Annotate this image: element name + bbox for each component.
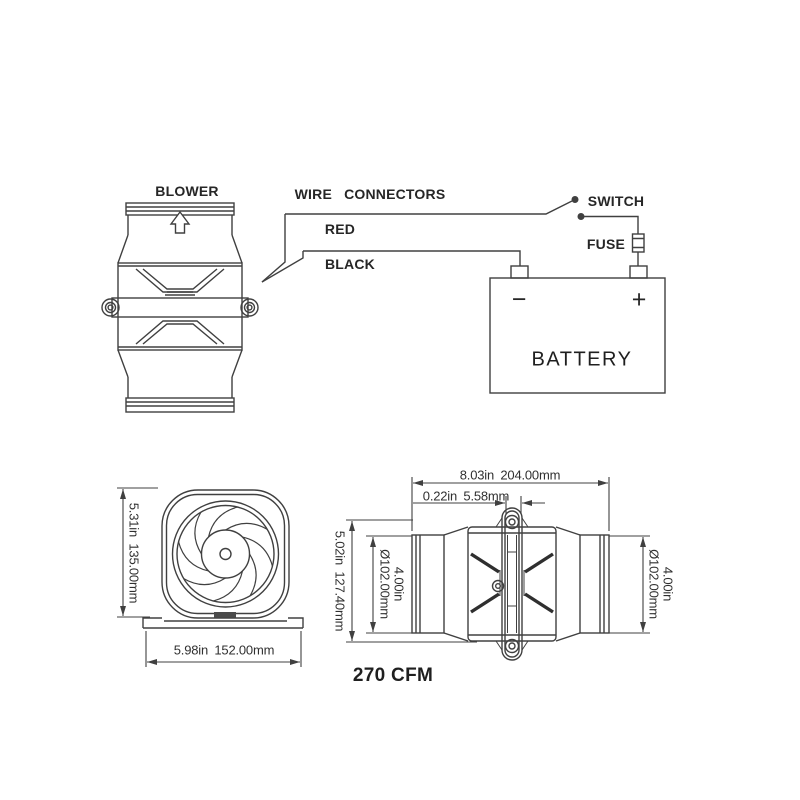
side-view-drawing — [346, 477, 650, 661]
battery-positive-sign: + — [631, 285, 647, 314]
right-duct-diameter-dimension: 4.00in Ø102.00mm — [647, 549, 676, 619]
side-bracket-dimension: 0.22in 5.58mm — [422, 488, 510, 504]
side-overall-height-dimension: 5.02in 127.40mm — [332, 530, 348, 632]
vent-chevrons — [470, 552, 554, 614]
switch-label: SWITCH — [587, 193, 645, 209]
airflow-rating-label: 270 CFM — [352, 665, 434, 686]
black-wire-label: BLACK — [325, 256, 375, 272]
front-view-drawing — [117, 487, 304, 667]
battery-symbol — [489, 265, 666, 394]
side-view-dimensions — [346, 477, 650, 643]
fuse-symbol — [631, 233, 645, 266]
front-height-dimension: 5.31in 135.00mm — [126, 502, 142, 604]
mounting-strap — [495, 507, 529, 661]
right-duct-diameter-mm: Ø102.00mm — [647, 549, 662, 619]
blower-label: BLOWER — [155, 183, 219, 199]
left-duct-diameter-dimension: 4.00in Ø102.00mm — [378, 549, 407, 619]
left-duct-diameter-inches: 4.00in — [391, 566, 407, 602]
left-duct-diameter-mm: Ø102.00mm — [378, 549, 393, 619]
mounting-base — [142, 612, 304, 629]
airflow-up-arrow-icon — [169, 210, 191, 234]
right-duct-diameter-inches: 4.00in — [660, 566, 676, 602]
wiring-diagram — [101, 195, 666, 413]
black-wire — [261, 250, 521, 283]
red-wire-label: RED — [324, 221, 356, 237]
fan-blades — [173, 502, 278, 606]
fuse-label: FUSE — [586, 236, 626, 252]
battery-label: BATTERY — [531, 348, 633, 371]
front-width-dimension: 5.98in 152.00mm — [173, 642, 275, 658]
red-wire — [261, 200, 573, 283]
switch-symbol — [571, 195, 639, 234]
wire-connectors-label: WIRE CONNECTORS — [294, 186, 446, 202]
front-view-dimensions — [117, 487, 302, 667]
side-overall-width-dimension: 8.03in 204.00mm — [459, 467, 561, 483]
battery-negative-sign: − — [511, 285, 527, 314]
blower-drawing — [101, 202, 259, 413]
